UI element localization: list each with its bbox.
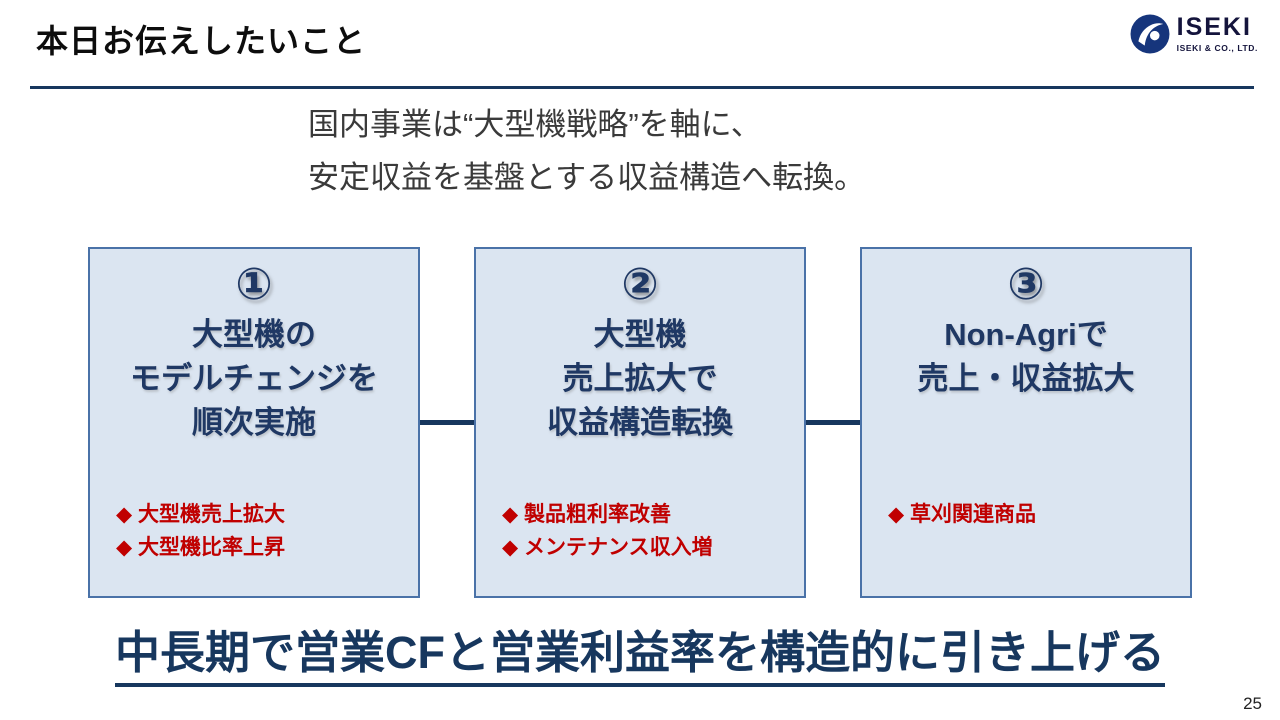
lead-line-1: 国内事業は“大型機戦略”を軸に、: [308, 107, 762, 142]
box-1-title-line-2: モデルチェンジを: [130, 361, 378, 397]
box-2-number: ②: [621, 260, 659, 309]
logo-company-text: ISEKI & CO., LTD.: [1176, 43, 1258, 53]
iseki-logo: ISEKI ISEKI & CO., LTD.: [1130, 14, 1258, 54]
bullet-item: ◆ 草刈関連商品: [888, 503, 1036, 526]
strategy-box-3: ③ Non-Agriで 売上・収益拡大 ◆ 草刈関連商品: [860, 247, 1192, 598]
box-2-title-line-1: 大型機: [593, 317, 687, 353]
box-1-title: 大型機の モデルチェンジを 順次実施: [90, 313, 418, 445]
strategy-box-2: ② 大型機 売上拡大で 収益構造転換 ◆ 製品粗利率改善 ◆ メンテナンス収入増: [474, 247, 806, 598]
box-3-title-line-1: Non-Agriで: [944, 317, 1108, 353]
box-1-title-line-1: 大型機の: [192, 317, 316, 353]
iseki-logo-icon: [1130, 14, 1170, 54]
connector-line-2: [806, 420, 860, 425]
box-2-title: 大型機 売上拡大で 収益構造転換: [476, 313, 804, 445]
strategy-box-1: ① 大型機の モデルチェンジを 順次実施 ◆ 大型機売上拡大 ◆ 大型機比率上昇: [88, 247, 420, 598]
box-3-number: ③: [1007, 260, 1045, 309]
footer-statement-wrap: 中長期で営業CFと営業利益率を構造的に引き上げる: [0, 616, 1280, 687]
box-1-title-line-3: 順次実施: [192, 405, 316, 441]
box-1-number: ①: [235, 260, 273, 309]
box-3-bullets: ◆ 草刈関連商品: [888, 499, 1036, 532]
box-2-title-line-2: 売上拡大で: [562, 361, 718, 397]
title-underline-rule: [30, 86, 1254, 89]
lead-line-2: 安定収益を基盤とする収益構造へ転換。: [308, 160, 866, 196]
bullet-item: ◆ 大型機比率上昇: [116, 535, 285, 559]
lead-statement: 国内事業は“大型機戦略”を軸に、 安定収益を基盤とする収益構造へ転換。: [308, 98, 865, 205]
footer-statement: 中長期で営業CFと営業利益率を構造的に引き上げる: [115, 616, 1165, 687]
bullet-item: ◆ メンテナンス収入増: [502, 535, 713, 559]
box-3-title-line-2: 売上・収益拡大: [917, 361, 1135, 397]
page-title: 本日お伝えしたいこと: [36, 23, 367, 59]
connector-line-1: [420, 420, 474, 425]
box-2-title-line-3: 収益構造転換: [547, 405, 733, 441]
box-1-bullets: ◆ 大型機売上拡大 ◆ 大型機比率上昇: [116, 499, 285, 564]
page-number: 25: [1243, 694, 1262, 713]
logo-brand-text: ISEKI: [1176, 13, 1252, 41]
logo-text: ISEKI ISEKI & CO., LTD.: [1176, 13, 1258, 54]
strategy-boxes-row: ① 大型機の モデルチェンジを 順次実施 ◆ 大型機売上拡大 ◆ 大型機比率上昇…: [88, 247, 1192, 598]
box-3-title: Non-Agriで 売上・収益拡大: [862, 313, 1190, 401]
box-2-bullets: ◆ 製品粗利率改善 ◆ メンテナンス収入増: [502, 499, 713, 564]
bullet-item: ◆ 大型機売上拡大: [116, 503, 285, 526]
bullet-item: ◆ 製品粗利率改善: [502, 503, 671, 526]
